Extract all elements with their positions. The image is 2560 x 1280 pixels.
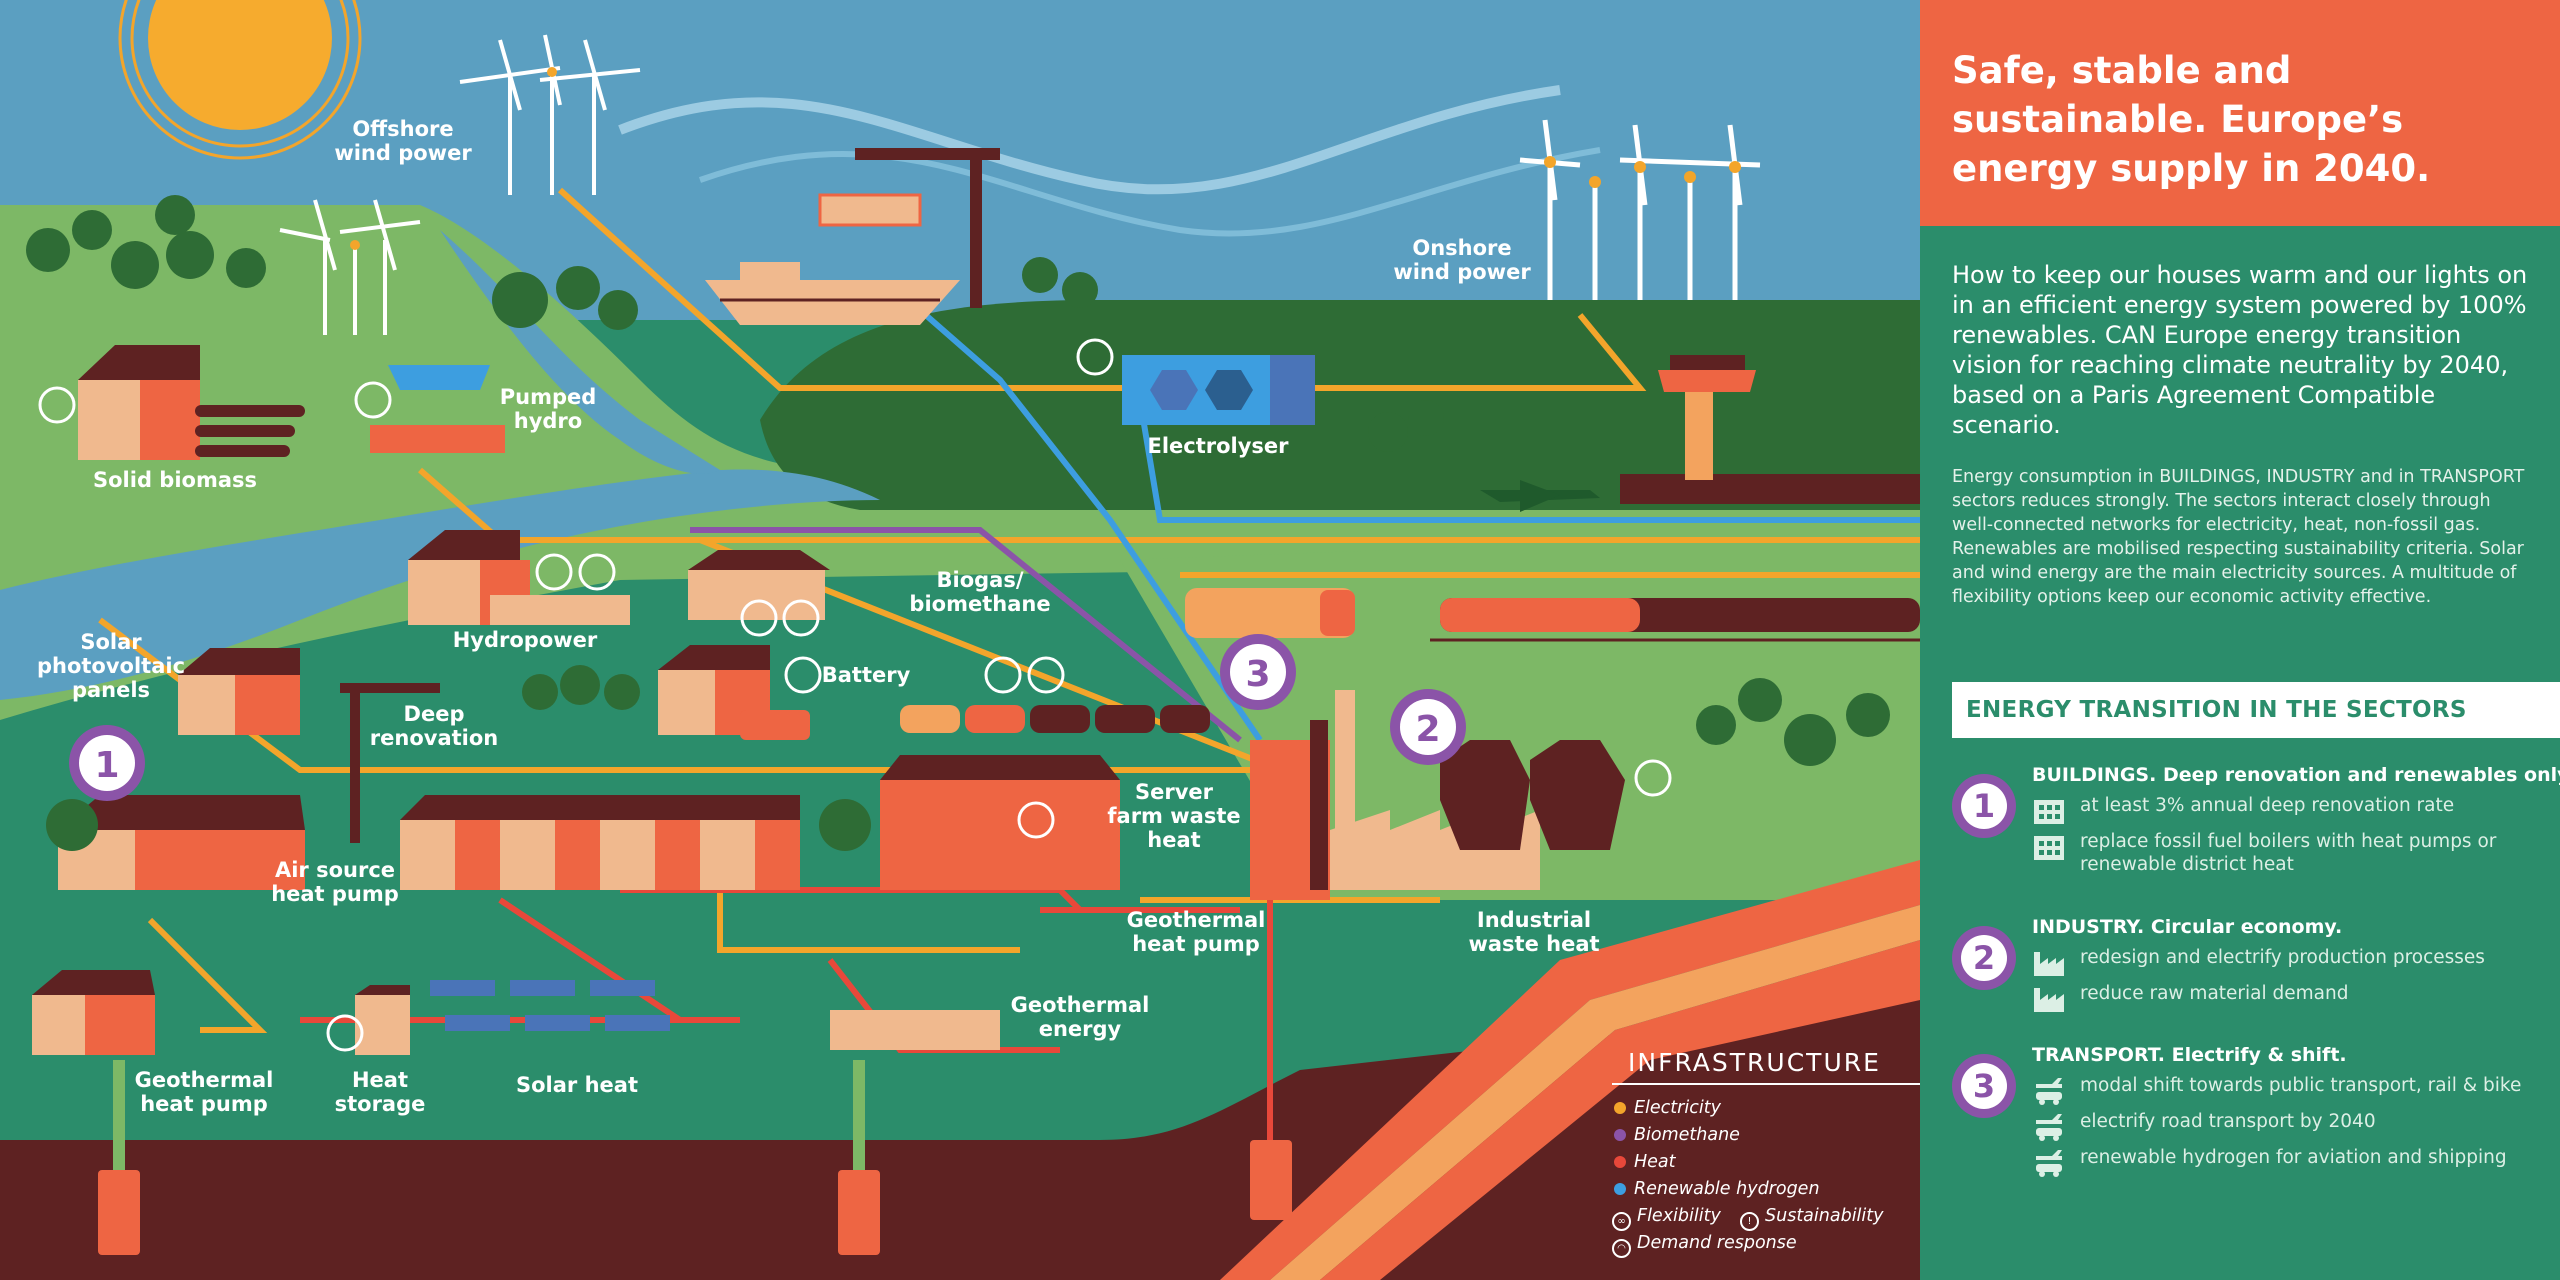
label-deep-renovation: Deep renovation <box>369 702 499 750</box>
sector-title: INDUSTRY. Circular economy. <box>2032 916 2343 938</box>
label-pumped-hydro: Pumped hydro <box>499 385 597 433</box>
label-server-farm: Server farm waste heat <box>1107 780 1241 852</box>
sectors-heading: ENERGY TRANSITION IN THE SECTORS <box>1952 682 2560 738</box>
transport-icon <box>2036 1114 2062 1141</box>
label-solid-biomass: Solid biomass <box>92 468 258 492</box>
legend-hydrogen: Renewable hydrogen <box>1614 1179 1820 1199</box>
geothermal-probes <box>98 1060 1292 1255</box>
legend-electricity: Electricity <box>1614 1098 1721 1118</box>
flexibility-icon: ∞ <box>1612 1212 1631 1231</box>
title-banner: Safe, stable and sustainable. Europe’s e… <box>1920 0 2560 226</box>
legend-heat: Heat <box>1614 1152 1676 1172</box>
pumped-hydro <box>370 365 505 453</box>
sector-badge: 1 <box>1952 774 2016 838</box>
map-badge-2: 2 <box>1415 709 1440 750</box>
legend-title: INFRASTRUCTURE <box>1628 1048 1881 1077</box>
sector-title: BUILDINGS. Deep renovation and renewable… <box>2032 764 2560 786</box>
trees <box>26 195 1890 851</box>
ship <box>705 280 960 325</box>
electrolyser <box>1122 355 1315 425</box>
hydropower-dam <box>490 595 630 625</box>
legend-demand: ◠Demand response <box>1612 1233 1797 1258</box>
map-badge-3: 3 <box>1245 654 1270 695</box>
sector-badge: 3 <box>1952 1054 2016 1118</box>
label-offshore-wind: Offshore wind power <box>334 117 472 165</box>
label-heat-storage: Heat storage <box>334 1068 426 1116</box>
geothermal-plant <box>830 1010 1000 1050</box>
info-panel: Safe, stable and sustainable. Europe’s e… <box>1920 0 2560 1280</box>
status-markers <box>38 338 1672 1052</box>
building-icon <box>2034 800 2064 824</box>
label-geothermal-hp-left: Geothermal heat pump <box>134 1068 274 1116</box>
solar-heat-panels <box>430 980 670 1031</box>
intro-body: Energy consumption in BUILDINGS, INDUSTR… <box>1952 467 2525 607</box>
hill-dark <box>760 300 1920 510</box>
factory <box>1250 690 1625 900</box>
sun-icon <box>118 0 362 160</box>
battery <box>740 710 810 740</box>
infrastructure-legend: INFRASTRUCTURE Electricity Biomethane He… <box>1612 1048 1920 1258</box>
label-battery: Battery <box>821 663 911 687</box>
legend-sustainability: !Sustainability <box>1740 1206 1884 1231</box>
river <box>0 469 880 700</box>
solid-biomass-logs <box>195 405 305 457</box>
label-solar-pv: Solar photovoltaic panels <box>36 630 186 702</box>
sustainability-icon: ! <box>1740 1212 1759 1231</box>
renovation-crane <box>340 683 440 843</box>
train <box>1430 598 1920 642</box>
transport-icon <box>2036 1078 2062 1105</box>
sector-badge: 2 <box>1952 926 2016 990</box>
page-title: Safe, stable and sustainable. Europe’s e… <box>1952 49 2431 190</box>
label-geothermal-energy: Geothermal energy <box>1010 993 1150 1041</box>
biomethane-lines <box>690 527 1242 743</box>
demand-response-icon: ◠ <box>1612 1239 1631 1258</box>
control-tower <box>1658 355 1756 480</box>
label-hydropower: Hydropower <box>452 628 598 652</box>
energy-system-illustration: 1 2 3 Offshore wind power Onshore wind p… <box>0 0 1920 1280</box>
electric-cars <box>900 705 1210 733</box>
map-badge-1: 1 <box>94 745 119 786</box>
factory-icon <box>2034 952 2064 976</box>
legend-biomethane: Biomethane <box>1614 1125 1740 1145</box>
legend-flexibility: ∞Flexibility <box>1612 1206 1721 1231</box>
coastal-turbines <box>279 199 421 335</box>
map-badges <box>69 634 1466 801</box>
building-icon <box>2034 836 2064 860</box>
sector-title: TRANSPORT. Electrify & shift. <box>2032 1044 2347 1066</box>
label-electrolyser: Electrolyser <box>1147 434 1289 458</box>
label-biogas: Biogas/ biomethane <box>909 568 1051 616</box>
factory-icon <box>2034 988 2064 1012</box>
intro-lead: How to keep our houses warm and our ligh… <box>1952 261 2528 439</box>
hydrogen-lines <box>918 307 1920 742</box>
transport-icon <box>2036 1150 2062 1177</box>
label-air-source: Air source heat pump <box>271 858 399 906</box>
server-farm <box>880 780 1120 890</box>
label-industrial-waste: Industrial waste heat <box>1468 908 1600 956</box>
label-solar-heat: Solar heat <box>516 1073 638 1097</box>
electric-bus <box>1185 588 1355 638</box>
label-onshore-wind: Onshore wind power <box>1393 236 1531 284</box>
port-crane <box>818 148 1000 308</box>
label-geothermal-hp-center: Geothermal heat pump <box>1126 908 1266 956</box>
